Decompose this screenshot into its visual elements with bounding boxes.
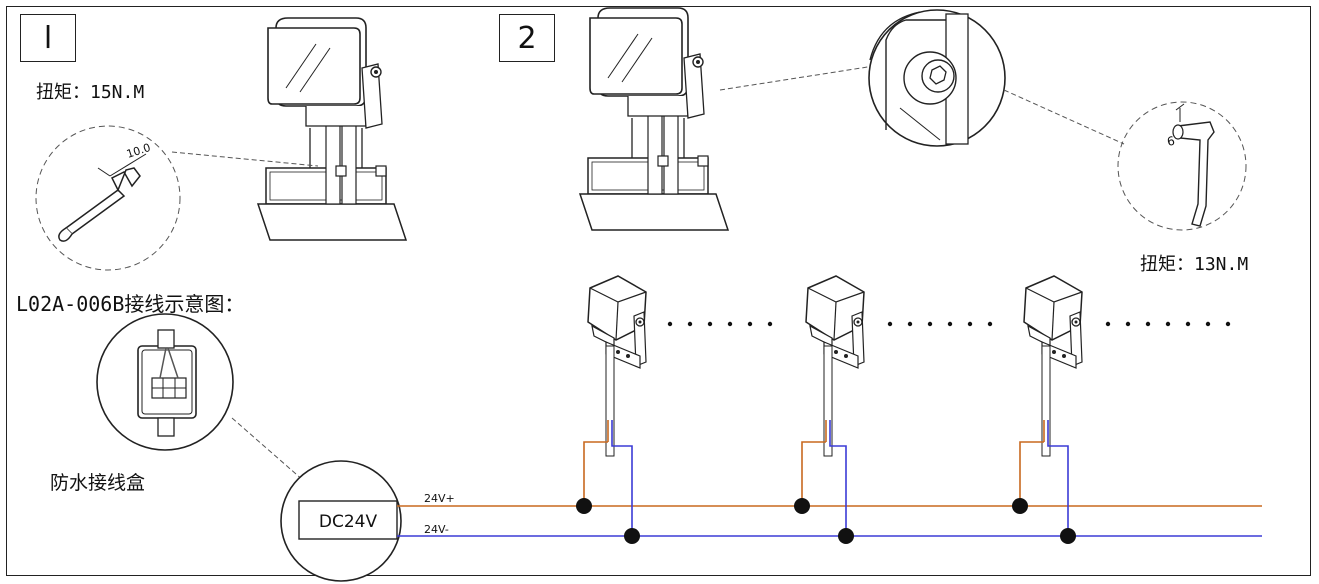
bolt-leader-line bbox=[719, 65, 875, 91]
hex-key-detail-circle bbox=[1117, 101, 1247, 231]
positive-bus bbox=[397, 420, 1262, 507]
connection-dots bbox=[576, 498, 1076, 544]
power-supply-label: DC24V bbox=[319, 512, 378, 532]
hex-key-icon bbox=[1172, 103, 1215, 227]
pole-light-2 bbox=[805, 275, 865, 457]
junction-box-label: 防水接线盒 bbox=[50, 472, 146, 494]
step1-number-box: l bbox=[20, 14, 76, 62]
junction-box-icon bbox=[96, 313, 234, 451]
hex-key-size-label: 6 bbox=[1166, 134, 1176, 149]
wrench-leader-line bbox=[171, 151, 319, 167]
wrench-icon bbox=[58, 153, 147, 242]
wrench-size-label: 10.0 bbox=[125, 141, 152, 161]
step1-torque-label: 扭矩：15N.M bbox=[36, 82, 145, 103]
power-supply-box bbox=[298, 500, 398, 540]
negative-label: 24V- bbox=[424, 523, 449, 536]
step1-light-assembly bbox=[257, 17, 407, 241]
bolt-detail-circle bbox=[868, 9, 1006, 147]
pole-light-3 bbox=[1023, 275, 1083, 457]
step1-number: l bbox=[43, 20, 53, 56]
step2-light-assembly bbox=[579, 7, 729, 231]
continuation-dots bbox=[667, 321, 1231, 327]
positive-label: 24V+ bbox=[424, 492, 455, 505]
junction-leader-line bbox=[231, 417, 313, 489]
wiring-diagram-title: L02A-006B接线示意图： bbox=[16, 292, 245, 316]
negative-bus bbox=[397, 420, 1262, 537]
pole-light-1 bbox=[587, 275, 647, 457]
step2-number-box: 2 bbox=[499, 14, 555, 62]
step2-number: 2 bbox=[517, 20, 537, 56]
key-leader-line bbox=[1003, 89, 1125, 145]
step2-torque-label: 扭矩：13N.M bbox=[1140, 254, 1249, 275]
drawing-frame bbox=[6, 6, 1311, 576]
wrench-detail-circle bbox=[35, 125, 181, 271]
